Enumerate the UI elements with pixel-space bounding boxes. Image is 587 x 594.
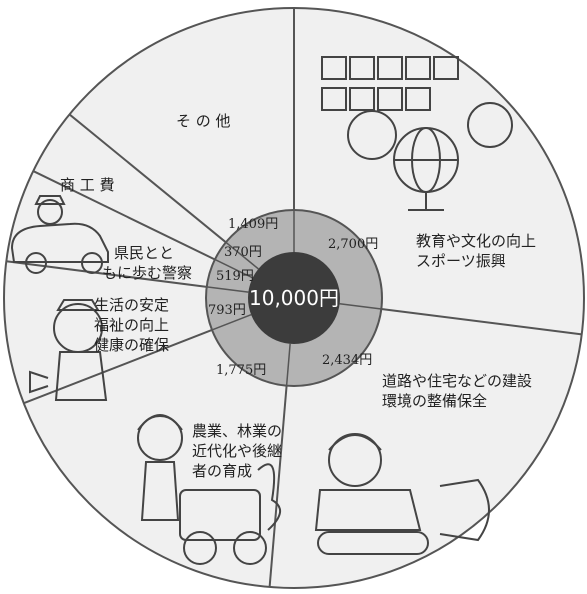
inner-sector-line-agriculture	[285, 343, 291, 386]
illustration-nurse	[29, 299, 108, 401]
building-window-icon	[433, 56, 459, 80]
illustration-bulldozer	[314, 433, 490, 555]
category-label-roads: 道路や住宅などの建設 環境の整備保全	[382, 372, 537, 410]
sector-divider-lines	[6, 8, 582, 588]
amount-label-other: 1,409円	[228, 217, 278, 232]
amount-label-agriculture: 1,775円	[216, 363, 266, 378]
bulldozer-icon	[314, 489, 422, 531]
category-label-commerce: 商 工 費	[60, 176, 115, 194]
amount-label-roads: 2,434円	[322, 353, 372, 368]
inner-sector-line-police	[206, 286, 249, 293]
sector-line-police	[6, 260, 207, 288]
wheel-icon	[25, 252, 47, 274]
sector-line-agriculture	[268, 385, 288, 588]
building-window-icon	[377, 56, 403, 80]
smoke-icon	[257, 463, 281, 531]
amount-label-police: 519円	[216, 269, 254, 284]
amount-label-education: 2,700円	[328, 237, 378, 252]
illustration-police-car	[10, 195, 109, 274]
amount-label-commerce: 370円	[224, 245, 262, 260]
inner-sector-line-other	[225, 241, 259, 270]
building-window-icon	[405, 56, 431, 80]
category-label-welfare: 生活の安定 福祉の向上 健康の確保	[94, 296, 174, 354]
tractor-icon	[179, 489, 261, 541]
illustration-farmer-tractor	[137, 414, 281, 565]
category-label-education: 教育や文化の向上 スポーツ振興	[416, 232, 541, 270]
building-window-icon	[349, 87, 375, 111]
wheel-icon	[183, 531, 217, 565]
center-total-label: 10,000円	[249, 286, 339, 310]
category-label-police: 県民とと もに歩む警察	[102, 244, 192, 282]
child-face-icon	[467, 102, 513, 148]
sector-line-commerce	[32, 170, 216, 261]
child-face-icon	[347, 110, 397, 160]
building-window-icon	[321, 87, 347, 111]
inner-sector-line-commerce	[214, 258, 253, 279]
amount-label-welfare: 793円	[208, 303, 246, 318]
center-circle	[248, 252, 340, 344]
sector-line-other	[68, 113, 227, 244]
building-window-icon	[405, 87, 431, 111]
wheel-icon	[81, 252, 103, 274]
inner-sector-line-welfare	[211, 313, 252, 331]
sector-line-welfare	[23, 328, 213, 405]
building-window-icon	[321, 56, 347, 80]
inner-sector-line-roads	[339, 303, 382, 310]
building-window-icon	[377, 87, 403, 111]
category-label-agriculture: 農業、林業の 近代化や後継 者の育成	[192, 422, 287, 480]
wheel-icon	[233, 531, 267, 565]
police-officer-icon	[37, 199, 63, 225]
building-window-icon	[349, 56, 375, 80]
illustration-globe-children	[321, 56, 513, 211]
category-label-other: そ の 他	[176, 112, 231, 130]
megaphone-icon	[29, 370, 49, 394]
police-car-icon	[10, 222, 109, 263]
inner-divider-lines	[206, 210, 382, 386]
sector-line-roads	[381, 308, 582, 336]
